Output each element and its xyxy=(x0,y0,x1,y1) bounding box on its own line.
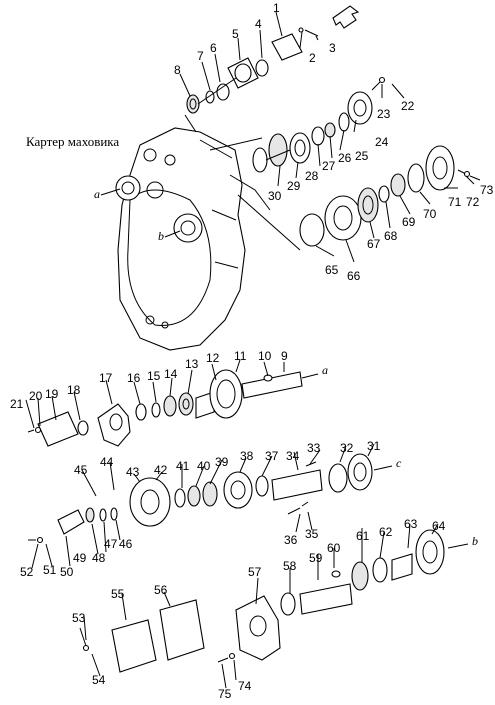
callout-67: 67 xyxy=(367,237,381,251)
callout-30: 30 xyxy=(268,189,282,203)
callout-48: 48 xyxy=(92,551,106,565)
shaft-b-assembly xyxy=(79,529,469,673)
callout-46: 46 xyxy=(119,537,133,551)
direction-arrow-icon xyxy=(332,5,360,29)
callout-12: 12 xyxy=(206,351,220,365)
callout-45: 45 xyxy=(74,463,88,477)
ref-b-shaft: b xyxy=(472,534,478,548)
callout-36: 36 xyxy=(284,533,298,547)
callout-34: 34 xyxy=(286,449,300,463)
callout-2: 2 xyxy=(309,51,316,65)
right-gear-assembly xyxy=(299,145,481,247)
shaft-a-assembly xyxy=(27,369,319,447)
callout-29: 29 xyxy=(287,179,301,193)
callout-44: 44 xyxy=(100,455,114,469)
callout-9: 9 xyxy=(281,349,288,363)
callout-57: 57 xyxy=(248,565,262,579)
callout-17: 17 xyxy=(99,371,113,385)
callout-32: 32 xyxy=(340,441,354,455)
callout-19: 19 xyxy=(45,387,59,401)
callout-39: 39 xyxy=(215,455,229,469)
callout-62: 62 xyxy=(379,525,393,539)
callout-65: 65 xyxy=(325,263,339,277)
callout-61: 61 xyxy=(356,529,370,543)
callout-58: 58 xyxy=(283,559,297,573)
flywheel-housing-caption: Картер маховика xyxy=(26,134,119,149)
callout-18: 18 xyxy=(67,383,81,397)
callout-71: 71 xyxy=(448,195,462,209)
callout-59: 59 xyxy=(309,551,323,565)
callout-50: 50 xyxy=(60,565,74,579)
ref-b-housing: b xyxy=(158,229,164,243)
ref-a-shaft: a xyxy=(322,363,328,377)
callout-8: 8 xyxy=(174,63,181,77)
callout-40: 40 xyxy=(197,459,211,473)
callout-49: 49 xyxy=(73,551,87,565)
callout-20: 20 xyxy=(29,389,43,403)
callout-55: 55 xyxy=(111,587,125,601)
callout-1: 1 xyxy=(273,1,280,15)
callout-54: 54 xyxy=(92,673,106,687)
callout-14: 14 xyxy=(164,367,178,381)
callout-63: 63 xyxy=(404,517,418,531)
callout-64: 64 xyxy=(432,519,446,533)
callout-70: 70 xyxy=(423,207,437,221)
callout-10: 10 xyxy=(258,349,272,363)
callout-47: 47 xyxy=(104,537,118,551)
callout-numbers: 1 2 3 4 5 6 7 8 9 10 11 12 13 14 15 16 1… xyxy=(10,1,494,701)
callout-37: 37 xyxy=(265,449,279,463)
callout-22: 22 xyxy=(401,99,415,113)
callout-69: 69 xyxy=(402,215,416,229)
callout-6: 6 xyxy=(210,41,217,55)
callout-11: 11 xyxy=(234,349,247,363)
callout-73: 73 xyxy=(480,183,494,197)
callout-52: 52 xyxy=(20,565,34,579)
upper-bearing-assembly xyxy=(252,76,386,173)
callout-13: 13 xyxy=(185,357,199,371)
callout-42: 42 xyxy=(154,463,168,477)
callout-75: 75 xyxy=(218,687,232,701)
callout-5: 5 xyxy=(232,27,239,41)
callout-23: 23 xyxy=(377,107,391,121)
callout-38: 38 xyxy=(240,449,254,463)
callout-56: 56 xyxy=(154,583,168,597)
callout-15: 15 xyxy=(147,369,161,383)
callout-74: 74 xyxy=(238,679,252,693)
callout-27: 27 xyxy=(322,159,336,173)
callout-26: 26 xyxy=(338,151,352,165)
callout-21: 21 xyxy=(10,397,24,411)
callout-25: 25 xyxy=(355,149,369,163)
callout-53: 53 xyxy=(72,611,86,625)
callout-7: 7 xyxy=(197,49,204,63)
ref-a-housing: a xyxy=(94,187,100,201)
callout-51: 51 xyxy=(43,563,57,577)
callout-28: 28 xyxy=(305,169,319,183)
callout-4: 4 xyxy=(255,17,262,31)
top-cover-assembly xyxy=(186,27,319,114)
callout-41: 41 xyxy=(176,459,190,473)
ref-c-shaft: c xyxy=(396,456,402,470)
callout-60: 60 xyxy=(327,541,341,555)
callout-24: 24 xyxy=(375,135,389,149)
callout-72: 72 xyxy=(466,195,480,209)
callout-3: 3 xyxy=(329,41,336,55)
callout-35: 35 xyxy=(305,527,319,541)
callout-16: 16 xyxy=(127,371,141,385)
callout-66: 66 xyxy=(347,269,361,283)
callout-68: 68 xyxy=(384,229,398,243)
flywheel-housing xyxy=(115,127,246,351)
shaft-c-assembly xyxy=(28,453,393,544)
callout-31: 31 xyxy=(367,439,381,453)
callout-33: 33 xyxy=(307,441,321,455)
callout-leaders xyxy=(25,11,475,689)
callout-43: 43 xyxy=(126,465,140,479)
